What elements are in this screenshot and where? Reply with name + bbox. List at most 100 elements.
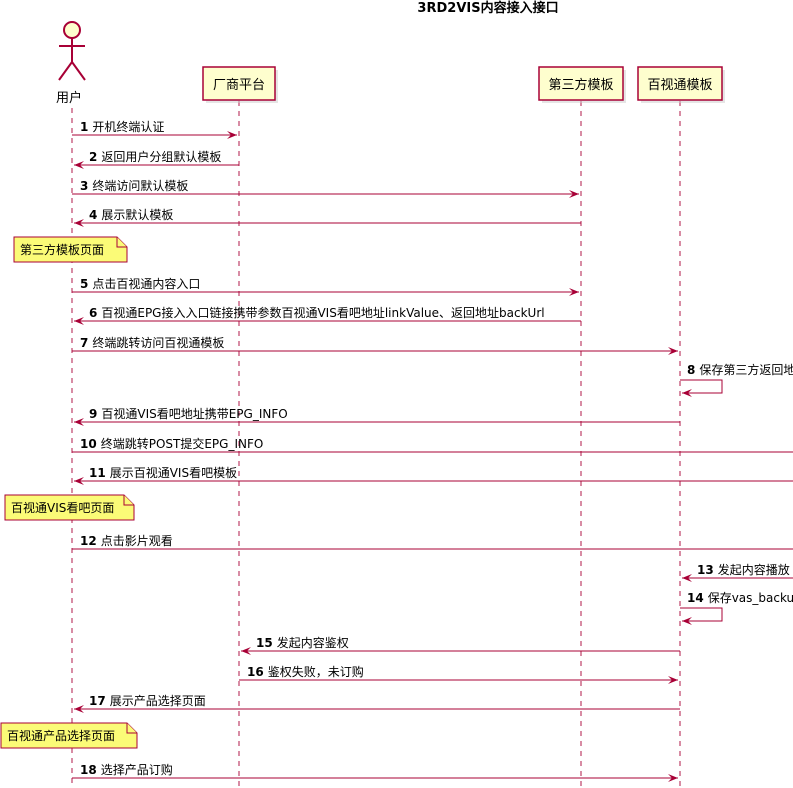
message-number: 18 bbox=[80, 763, 97, 777]
note: 第三方模板页面 bbox=[13, 236, 128, 263]
message-number: 10 bbox=[80, 437, 97, 451]
participant-label: 厂商平台 bbox=[213, 78, 265, 93]
message-number: 16 bbox=[247, 665, 264, 679]
message-10: 10 终端跳转POST提交EPG_INFO bbox=[72, 436, 793, 453]
arrowhead-icon bbox=[74, 705, 84, 713]
message-1: 1 开机终端认证 bbox=[72, 119, 237, 139]
message-number: 4 bbox=[89, 208, 97, 222]
message-text: 保存第三方返回地址 bbox=[699, 362, 793, 377]
message-text: 发起内容鉴权 bbox=[277, 635, 349, 650]
message-label: 17 展示产品选择页面 bbox=[89, 694, 206, 708]
message-number: 8 bbox=[687, 363, 695, 377]
message-number: 15 bbox=[256, 636, 273, 650]
message-number: 17 bbox=[89, 694, 106, 708]
message-text: 选择产品订购 bbox=[101, 762, 173, 777]
note-text: 第三方模板页面 bbox=[20, 242, 104, 257]
message-16: 16 鉴权失败，未订购 bbox=[239, 664, 678, 684]
message-number: 7 bbox=[80, 336, 88, 350]
arrowhead-icon bbox=[668, 676, 678, 684]
message-2: 2 返回用户分组默认模板 bbox=[74, 149, 239, 169]
message-text: 点击百视通内容入口 bbox=[92, 276, 200, 291]
arrowhead-icon bbox=[227, 131, 237, 139]
arrowhead-icon bbox=[74, 161, 84, 169]
arrowhead-icon bbox=[668, 774, 678, 782]
message-label: 11 展示百视通VIS看吧模板 bbox=[89, 465, 237, 480]
message-label: 13 发起内容播放 bbox=[697, 562, 790, 577]
message-text: 展示产品选择页面 bbox=[110, 694, 206, 708]
message-9: 9 百视通VIS看吧地址携带EPG_INFO bbox=[74, 406, 680, 426]
message-label: 4 展示默认模板 bbox=[89, 207, 173, 222]
message-text: 终端访问默认模板 bbox=[92, 178, 188, 193]
message-text: 开机终端认证 bbox=[92, 119, 164, 134]
message-label: 9 百视通VIS看吧地址携带EPG_INFO bbox=[89, 406, 288, 421]
actor-head-icon bbox=[63, 21, 81, 39]
message-number: 13 bbox=[697, 563, 714, 577]
participant-label: 第三方模板 bbox=[548, 77, 613, 93]
message-label: 8 保存第三方返回地址 bbox=[687, 362, 793, 377]
participant-label: 百视通模板 bbox=[647, 78, 712, 93]
arrowhead-icon bbox=[74, 219, 84, 227]
message-4: 4 展示默认模板 bbox=[74, 207, 581, 227]
arrowhead-icon bbox=[682, 574, 692, 582]
diagram-title: 3RD2VIS内容接入接口 bbox=[417, 0, 558, 16]
message-label: 7 终端跳转访问百视通模板 bbox=[80, 335, 224, 350]
participant-bestv: 百视通模板 bbox=[637, 66, 725, 103]
message-5: 5 点击百视通内容入口 bbox=[72, 276, 579, 296]
arrowhead-icon bbox=[74, 477, 84, 485]
message-text: 终端跳转POST提交EPG_INFO bbox=[101, 436, 264, 451]
arrowhead-icon bbox=[682, 389, 692, 397]
arrowhead-icon bbox=[569, 190, 579, 198]
message-8: 8 保存第三方返回地址 bbox=[680, 362, 793, 397]
message-text: 百视通VIS看吧地址携带EPG_INFO bbox=[101, 406, 287, 421]
message-label: 16 鉴权失败，未订购 bbox=[247, 664, 364, 679]
message-number: 11 bbox=[89, 466, 106, 480]
arrowhead-icon bbox=[74, 317, 84, 325]
message-text: 百视通EPG接入入口链接携带参数百视通VIS看吧地址linkValue、返回地址… bbox=[101, 305, 544, 320]
message-text: 发起内容播放 bbox=[718, 562, 790, 577]
message-11: 11 展示百视通VIS看吧模板 bbox=[74, 465, 793, 485]
message-number: 2 bbox=[89, 150, 97, 164]
message-15: 15 发起内容鉴权 bbox=[241, 635, 680, 655]
message-number: 9 bbox=[89, 407, 97, 421]
message-17: 17 展示产品选择页面 bbox=[74, 694, 680, 713]
message-label: 5 点击百视通内容入口 bbox=[80, 276, 200, 291]
message-label: 15 发起内容鉴权 bbox=[256, 635, 349, 650]
actor-user: 用户 bbox=[56, 21, 86, 106]
message-number: 1 bbox=[80, 120, 88, 134]
message-text: 返回用户分组默认模板 bbox=[101, 149, 221, 164]
note-text: 百视通产品选择页面 bbox=[7, 728, 115, 743]
message-18: 18 选择产品订购 bbox=[72, 762, 678, 782]
message-7: 7 终端跳转访问百视通模板 bbox=[72, 335, 678, 355]
participant-label: 用户 bbox=[56, 90, 82, 106]
arrowhead-icon bbox=[682, 617, 692, 625]
participant-third: 第三方模板 bbox=[538, 66, 626, 103]
message-label: 18 选择产品订购 bbox=[80, 762, 173, 777]
message-text: 鉴权失败，未订购 bbox=[268, 664, 364, 679]
note-text: 百视通VIS看吧页面 bbox=[11, 500, 114, 515]
message-label: 10 终端跳转POST提交EPG_INFO bbox=[80, 436, 263, 451]
participant-vendor: 厂商平台 bbox=[202, 66, 278, 103]
message-label: 1 开机终端认证 bbox=[80, 119, 164, 134]
message-text: 保存vas_backurl bbox=[708, 591, 793, 605]
message-13: 13 发起内容播放 bbox=[682, 562, 793, 582]
note: 百视通VIS看吧页面 bbox=[4, 494, 135, 521]
message-text: 终端跳转访问百视通模板 bbox=[92, 335, 224, 350]
message-text: 展示默认模板 bbox=[101, 207, 173, 222]
message-text: 展示百视通VIS看吧模板 bbox=[110, 465, 237, 480]
arrowhead-icon bbox=[668, 347, 678, 355]
actor-body-icon bbox=[58, 38, 86, 81]
arrowhead-icon bbox=[241, 647, 251, 655]
message-number: 12 bbox=[80, 534, 97, 548]
self-message-arrow bbox=[680, 607, 723, 622]
self-message-arrow bbox=[680, 379, 723, 394]
note: 百视通产品选择页面 bbox=[0, 722, 138, 749]
arrowhead-icon bbox=[74, 418, 84, 426]
message-number: 5 bbox=[80, 277, 88, 291]
